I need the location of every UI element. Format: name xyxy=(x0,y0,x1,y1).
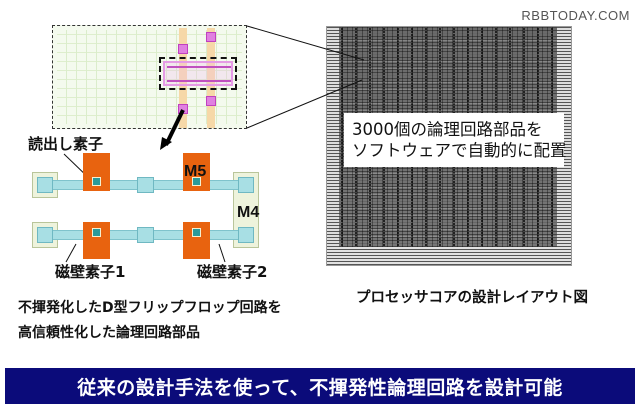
dw2-leader xyxy=(218,243,226,263)
contact-dot xyxy=(92,228,101,237)
thumbnail-strip xyxy=(207,28,215,128)
label-m5: M5 xyxy=(184,163,207,180)
banner-text: 従来の設計手法を使って、不揮発性論理回路を設計可能 xyxy=(77,376,563,399)
thumbnail-pad xyxy=(178,104,188,114)
layout-callout: 3000個の論理回路部品を ソフトウェアで自動的に配置 xyxy=(344,113,567,167)
layout-edge xyxy=(327,27,339,265)
via-square xyxy=(137,177,154,193)
layout-caption: プロセッサコアの設計レイアウト図 xyxy=(356,290,588,306)
callout-line-2: ソフトウェアで自動的に配置 xyxy=(352,141,567,160)
selection-box xyxy=(159,57,237,90)
contact-dot xyxy=(92,177,101,186)
label-read-element: 読出し素子 xyxy=(28,135,104,153)
thumbnail-wire xyxy=(167,66,231,68)
description-line-2: 高信頼性化した論理回路部品 xyxy=(18,325,200,341)
contact-dot xyxy=(192,228,201,237)
via-square xyxy=(137,227,154,243)
label-domain-wall-2: 磁壁素子2 xyxy=(197,263,268,281)
thumbnail-pad xyxy=(178,44,188,54)
via-square xyxy=(238,177,254,193)
via-square xyxy=(37,227,53,243)
label-domain-wall-1: 磁壁素子1 xyxy=(55,263,126,281)
conclusion-banner: 従来の設計手法を使って、不揮発性論理回路を設計可能 xyxy=(5,368,635,404)
layout-edge xyxy=(327,247,571,265)
description-line-1: 不揮発化したD型フリップフロップ回路を xyxy=(18,300,282,316)
contact-dot xyxy=(192,177,201,186)
dw1-leader xyxy=(65,243,77,263)
thumbnail-pad xyxy=(206,32,216,42)
layout-thumbnail xyxy=(52,25,247,129)
cell-description: 不揮発化したD型フリップフロップ回路を 高信頼性化した論理回路部品 xyxy=(18,296,282,346)
callout-line-1: 3000個の論理回路部品を xyxy=(352,120,543,139)
via-square xyxy=(37,177,53,193)
thumbnail-pad xyxy=(206,96,216,106)
label-m4: M4 xyxy=(237,204,260,221)
thumbnail-wire xyxy=(167,80,231,82)
thumbnail-strip xyxy=(179,28,187,128)
watermark: RBBTODAY.COM xyxy=(521,8,630,23)
via-square xyxy=(238,227,254,243)
arrow-head-icon xyxy=(160,137,172,150)
layout-edge xyxy=(557,27,571,265)
